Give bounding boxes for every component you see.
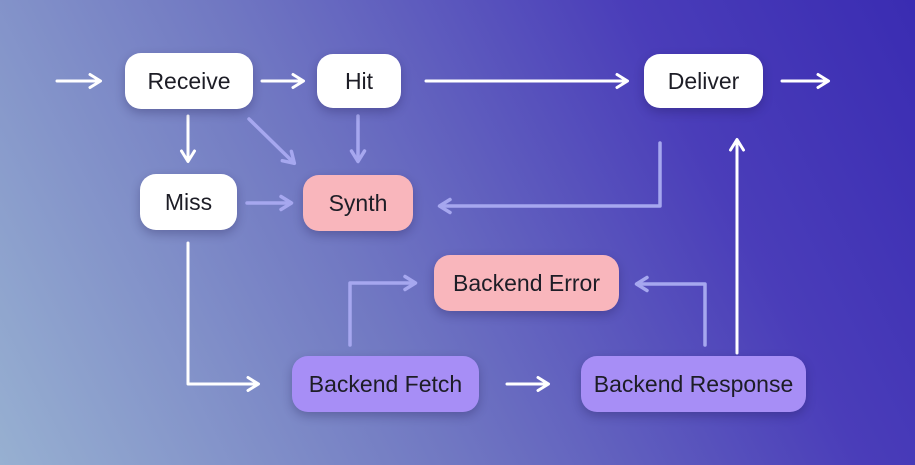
- edge-backend-response-backend-error-arrow: [634, 275, 707, 347]
- node-hit-label: Hit: [344, 67, 374, 94]
- node-hit: Hit: [317, 54, 401, 108]
- node-deliver: Deliver: [644, 54, 763, 108]
- edge-receive-synth-arrow: [247, 117, 297, 166]
- edge-backend-fetch-backend-error-arrow: [348, 274, 418, 347]
- node-backend-fetch: Backend Fetch: [292, 356, 479, 412]
- edge-deliver-synth-arrow: [437, 141, 662, 215]
- node-receive: Receive: [125, 53, 253, 109]
- edge-miss-backend-fetch-arrow: [186, 241, 260, 392]
- node-backend-error: Backend Error: [434, 255, 619, 311]
- node-receive-label: Receive: [147, 67, 231, 94]
- node-synth-label: Synth: [328, 189, 388, 216]
- node-deliver-label: Deliver: [667, 67, 740, 94]
- node-backend-response: Backend Response: [581, 356, 806, 412]
- node-synth: Synth: [303, 175, 413, 231]
- node-miss-label: Miss: [164, 188, 213, 215]
- node-backend-error-label: Backend Error: [452, 269, 600, 296]
- node-miss: Miss: [140, 174, 237, 230]
- node-backend-fetch-label: Backend Fetch: [308, 370, 463, 397]
- node-backend-response-label: Backend Response: [593, 370, 794, 397]
